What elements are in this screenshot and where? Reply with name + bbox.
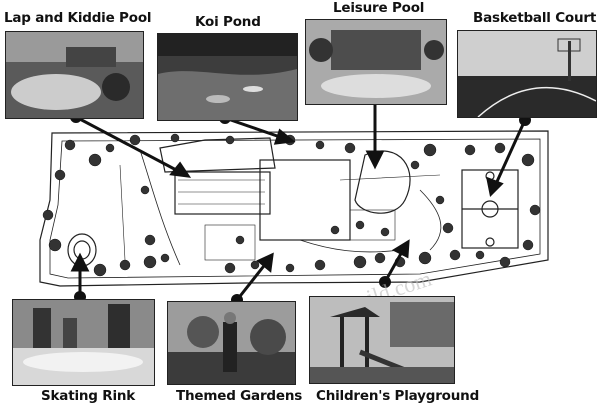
site-boundary bbox=[39, 130, 549, 287]
trees bbox=[42, 133, 541, 277]
themed-gardens-photo bbox=[167, 301, 296, 385]
skating-rink-label: Skating Rink bbox=[41, 388, 136, 404]
koi-pond-label: Koi Pond bbox=[195, 14, 261, 30]
lap-pool-label: Lap and Kiddie Pool bbox=[4, 10, 152, 26]
lap-pool-photo bbox=[5, 31, 144, 119]
clubhouse-block bbox=[259, 159, 351, 241]
lap-pool-outline bbox=[159, 137, 276, 173]
childrens-playground-photo bbox=[309, 296, 455, 384]
central-building bbox=[174, 171, 271, 215]
koi-pond-photo bbox=[157, 33, 298, 121]
leisure-pool-photo bbox=[305, 19, 447, 105]
callout-leaders bbox=[70, 91, 531, 306]
leisure-pool-label: Leisure Pool bbox=[333, 0, 425, 16]
basketball-court-photo bbox=[457, 30, 597, 118]
childrens-playground-label: Children's Playground bbox=[316, 388, 480, 404]
leisure-pool-outline bbox=[354, 150, 411, 214]
themed-gardens-label: Themed Gardens bbox=[176, 388, 303, 404]
basketball-court-label: Basketball Court bbox=[473, 10, 597, 26]
skating-rink-photo bbox=[12, 299, 155, 386]
site-inner-boundary bbox=[49, 138, 541, 279]
